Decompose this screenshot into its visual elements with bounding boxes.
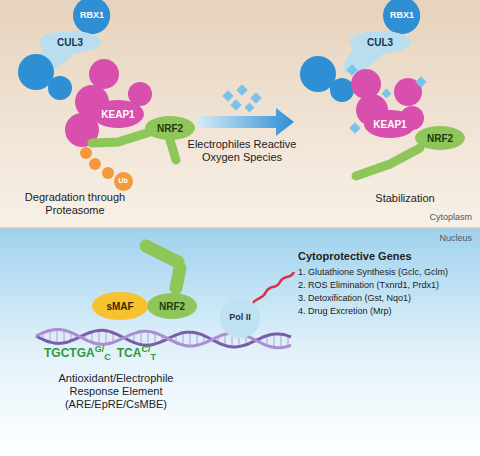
compartment-label: Cytoplasm bbox=[380, 212, 472, 223]
dna-helix bbox=[147, 331, 149, 345]
stress-arrow bbox=[236, 84, 247, 95]
protein-name: RBX1 bbox=[390, 11, 414, 21]
cell-regions bbox=[0, 0, 480, 228]
process-label: Stabilization bbox=[350, 192, 460, 205]
sequence-motif: G bbox=[95, 344, 102, 354]
nuclear-nrf2-arms bbox=[176, 268, 180, 288]
stress-arrow bbox=[250, 92, 261, 103]
sequence-motif: / bbox=[148, 344, 151, 354]
left-complex bbox=[92, 132, 150, 143]
nrf2-protein: NRF2 bbox=[147, 293, 197, 319]
mrna bbox=[252, 272, 294, 304]
left-complex bbox=[48, 76, 72, 100]
sequence-motif: TGCTGA bbox=[44, 346, 95, 360]
sequence-motif: TGCTGAG/CTCAC/T bbox=[44, 344, 156, 362]
dna-helix bbox=[189, 332, 191, 346]
protein-name: Pol II bbox=[229, 313, 251, 323]
protein-shape bbox=[147, 293, 197, 319]
protein-shape bbox=[383, 0, 420, 35]
dna-helix bbox=[140, 332, 142, 345]
protein-shape bbox=[92, 292, 148, 320]
gene-item: 1. Glutathione Synthesis (Gclc, Gclm) bbox=[298, 267, 474, 278]
dna-helix bbox=[182, 333, 184, 345]
stress-arrow bbox=[245, 103, 255, 113]
protein-shape bbox=[145, 116, 195, 140]
sequence-motif: C bbox=[141, 344, 148, 354]
protein-shape bbox=[349, 31, 411, 53]
ubiquitin: Ub bbox=[114, 172, 133, 191]
protein-name: NRF2 bbox=[157, 123, 183, 134]
protein-name: RBX1 bbox=[80, 11, 104, 21]
sequence-motif: T bbox=[150, 352, 156, 362]
dna-helix bbox=[63, 330, 65, 343]
cell-regions bbox=[0, 227, 480, 229]
nrf2-protein: NRF2 bbox=[415, 126, 465, 150]
process-label: Degradation through Proteasome bbox=[10, 191, 140, 217]
right-complex bbox=[356, 148, 420, 176]
protein-name: CUL3 bbox=[57, 37, 83, 48]
sequence-motif: TCA bbox=[117, 346, 142, 360]
rbx1-protein: RBX1 bbox=[383, 0, 420, 35]
protein-name: CUL3 bbox=[367, 37, 393, 48]
right-complex bbox=[300, 24, 427, 176]
rbx1-protein: RBX1 bbox=[73, 0, 110, 35]
right-complex bbox=[346, 64, 357, 75]
protein-name: NRF2 bbox=[427, 133, 453, 144]
nuclear-nrf2-arms bbox=[146, 246, 180, 288]
right-complex bbox=[351, 69, 381, 99]
mrna bbox=[252, 272, 294, 304]
stress-arrow bbox=[222, 90, 233, 101]
dna-helix bbox=[280, 334, 282, 348]
right-complex bbox=[382, 89, 392, 99]
smaf-protein: sMAF bbox=[92, 292, 148, 320]
keap1-protein: KEAP1 bbox=[364, 110, 416, 138]
nuclear-nrf2-arms bbox=[146, 246, 178, 262]
gene-item: 4. Drug Excretion (Mrp) bbox=[298, 306, 474, 317]
protein-name: Ub bbox=[118, 177, 127, 185]
protein-name: sMAF bbox=[106, 301, 133, 312]
stress-arrow bbox=[230, 99, 241, 110]
cul3-protein: CUL3 bbox=[39, 31, 101, 53]
protein-shape bbox=[73, 0, 110, 35]
left-complex bbox=[89, 59, 119, 89]
left-complex bbox=[102, 167, 114, 179]
dna-helix bbox=[273, 334, 275, 347]
right-complex bbox=[415, 76, 426, 87]
stress-arrow bbox=[198, 84, 294, 136]
protein-shape bbox=[114, 172, 133, 191]
right-complex bbox=[330, 78, 354, 102]
right-complex bbox=[349, 122, 360, 133]
cul3-protein: CUL3 bbox=[349, 31, 411, 53]
protein-shape bbox=[364, 110, 416, 138]
protein-name: KEAP1 bbox=[373, 119, 406, 130]
dna-helix bbox=[56, 329, 58, 343]
protein-shape bbox=[39, 31, 101, 53]
left-complex bbox=[89, 158, 101, 170]
left-complex bbox=[170, 140, 176, 160]
protein-name: NRF2 bbox=[159, 301, 185, 312]
sequence-motif: / bbox=[102, 344, 105, 354]
protein-shape bbox=[415, 126, 465, 150]
left-complex bbox=[80, 147, 92, 159]
keap1-protein: KEAP1 bbox=[92, 100, 144, 128]
dna-helix bbox=[98, 330, 100, 344]
dna-helix bbox=[105, 331, 107, 344]
stimulus-label: Electrophiles Reactive Oxygen Species bbox=[172, 138, 312, 164]
protein-name: KEAP1 bbox=[101, 109, 134, 120]
left-complex bbox=[18, 24, 176, 179]
gene-item: 3. Detoxification (Gst, Nqo1) bbox=[298, 293, 474, 304]
element-label: Antioxidant/Electrophile Response Elemen… bbox=[46, 372, 186, 412]
dna-helix bbox=[196, 333, 198, 345]
compartment-label: Nucleus bbox=[380, 233, 472, 244]
protein-shape bbox=[220, 298, 260, 338]
sequence-motif: C bbox=[104, 352, 111, 362]
cell-regions bbox=[0, 228, 480, 456]
list-heading: Cytoprotective Genes bbox=[298, 250, 474, 263]
nrf2-protein: NRF2 bbox=[145, 116, 195, 140]
gene-item: 2. ROS Elimination (Txnrd1, Prdx1) bbox=[298, 280, 474, 291]
protein-shape bbox=[92, 100, 144, 128]
stress-arrow bbox=[198, 108, 294, 136]
polymerase: Pol II bbox=[220, 298, 260, 338]
